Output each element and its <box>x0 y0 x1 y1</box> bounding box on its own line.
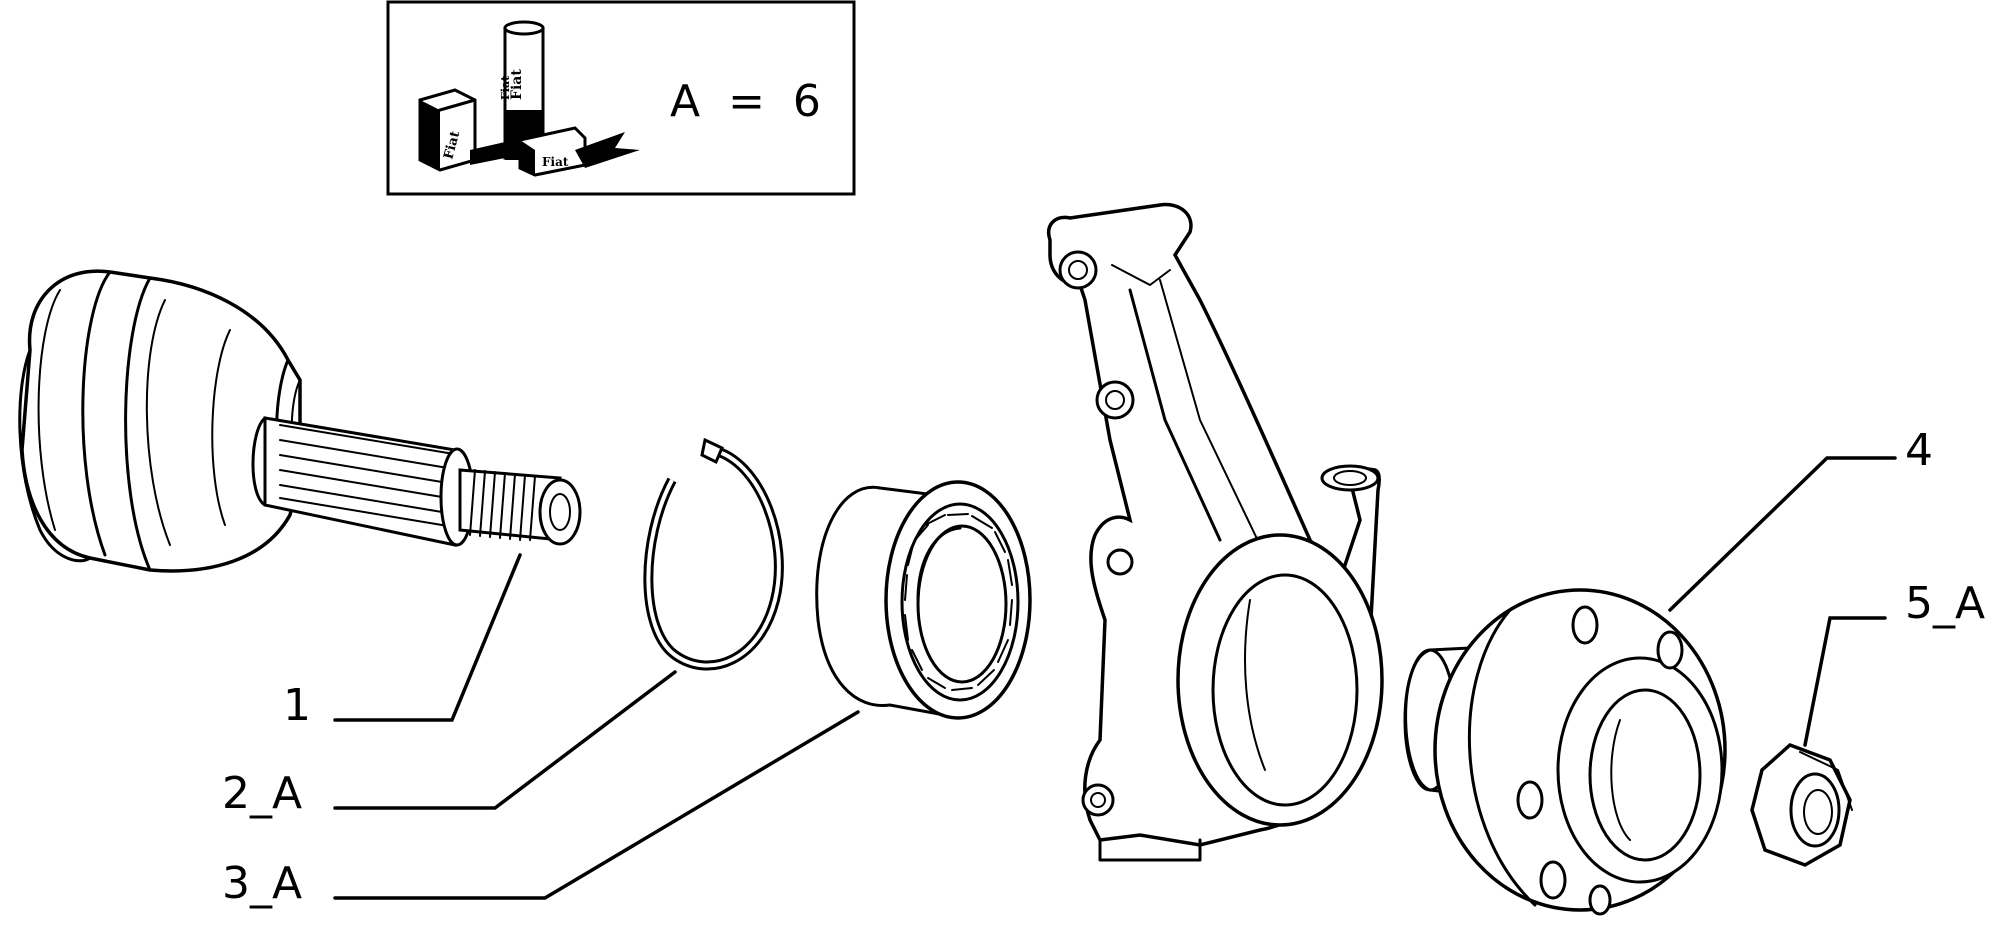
svg-text:Fiat: Fiat <box>499 75 512 100</box>
leader-3 <box>333 710 860 900</box>
svg-text:Fiat: Fiat <box>542 155 569 169</box>
part-2-circlip <box>643 437 784 671</box>
svg-text:Fiat: Fiat <box>441 130 463 162</box>
part-1-cv-joint <box>18 269 582 573</box>
steering-knuckle <box>1047 202 1384 862</box>
part-5-hub-nut <box>1750 742 1853 867</box>
part-3-wheel-bearing <box>815 480 1032 720</box>
grease-product-icon: Fiat Fiat Fiat Fiat <box>418 20 640 177</box>
callout-labels: 1 2_A 3_A 4 5_A <box>222 425 1985 909</box>
svg-text:Fiat: Fiat <box>509 69 525 100</box>
shaft-splines <box>279 424 461 529</box>
legend-quantity-text: A = 6 <box>670 76 821 127</box>
callout-label-4: 4 <box>1905 425 1933 476</box>
leader-lines <box>333 456 1897 900</box>
leader-2 <box>333 670 677 810</box>
leader-1 <box>333 553 522 722</box>
legend-box: Fiat Fiat Fiat Fiat A = 6 <box>386 0 856 196</box>
bearing-rollers <box>904 513 1013 691</box>
leader-4 <box>1668 456 1897 612</box>
callout-label-1: 1 <box>283 680 311 731</box>
callout-label-2: 2_A <box>222 768 302 819</box>
shaft-thread <box>469 469 536 541</box>
part-4-wheel-hub <box>1403 588 1727 916</box>
leader-5 <box>1803 616 1887 747</box>
callout-label-5: 5_A <box>1905 578 1985 629</box>
callout-label-3: 3_A <box>222 858 302 909</box>
hub-bolt-holes <box>1516 605 1684 916</box>
